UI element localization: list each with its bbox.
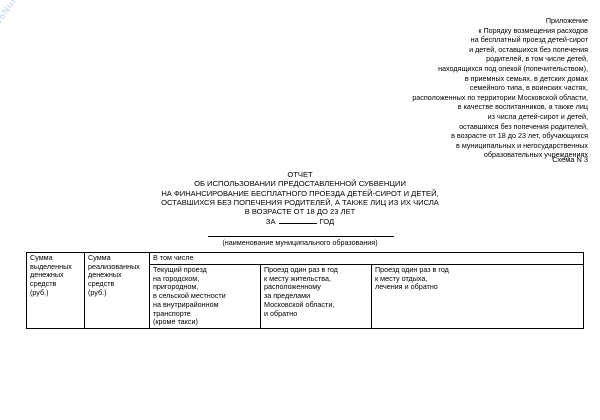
appendix-line: из числа детей-сирот и детей, [487,111,588,121]
appendix-line: на бесплатный проезд детей-сирот [470,35,588,45]
appendix-line: в муниципальных и негосударственных [456,140,588,150]
scheme-label: Схема N 3 [552,155,588,164]
god-label: ГОД [319,217,335,227]
appendix-line: к Порядку возмещения расходов [478,25,588,35]
appendix-line: оставшихся без попечения родителей, [459,121,588,131]
title-line: ОСТАВШИХСЯ БЕЗ ПОПЕЧЕНИЯ РОДИТЕЛЕЙ, А ТА… [161,197,439,207]
title-line: ОТЧЕТ [287,170,313,179]
appendix-line: в приемных семьях, в детских домах [464,73,588,83]
appendix-line: и детей, оставшихся без попечения [469,44,588,54]
appendix-line: образовательных учреждениях [483,150,588,160]
appendix-line: расположенных по территории Московской о… [412,92,588,102]
appendix-line: Приложение [545,16,588,25]
appendix-line: семейного типа, в воинских частях, [469,83,588,93]
appendix-line: родителей, в том числе детей, [486,54,588,64]
year-blank [278,216,317,225]
title-line: ОБ ИСПОЛЬЗОВАНИИ ПРЕДОСТАВЛЕННОЙ СУБВЕНЦ… [194,179,406,189]
title-line: В ВОЗРАСТЕ ОТ 18 ДО 23 ЛЕТ [244,207,356,217]
appendix-line: в качестве воспитанников, а также лиц [457,102,588,112]
za-label: ЗА [265,217,276,227]
appendix-block: Приложение к Порядку возмещения расходов… [348,16,588,160]
header-in-total: В том числе [149,252,584,265]
title-line: НА ФИНАНСИРОВАНИЕ БЕСПЛАТНОГО ПРОЕЗДА ДЕ… [161,188,439,198]
year-line: ЗА ГОД [0,216,600,226]
report-title: ОТЧЕТ ОБ ИСПОЛЬЗОВАНИИ ПРЕДОСТАВЛЕННОЙ С… [0,170,600,227]
watermark: NoNumber.ru [0,0,38,28]
appendix-line: в возрасте от 18 до 23 лет, обучающихся [451,131,588,141]
appendix-line: находящихся под опекой (попечительством)… [438,63,588,73]
municipality-caption: (наименование муниципального образования… [222,238,378,247]
municipality-blank-line [208,236,394,237]
